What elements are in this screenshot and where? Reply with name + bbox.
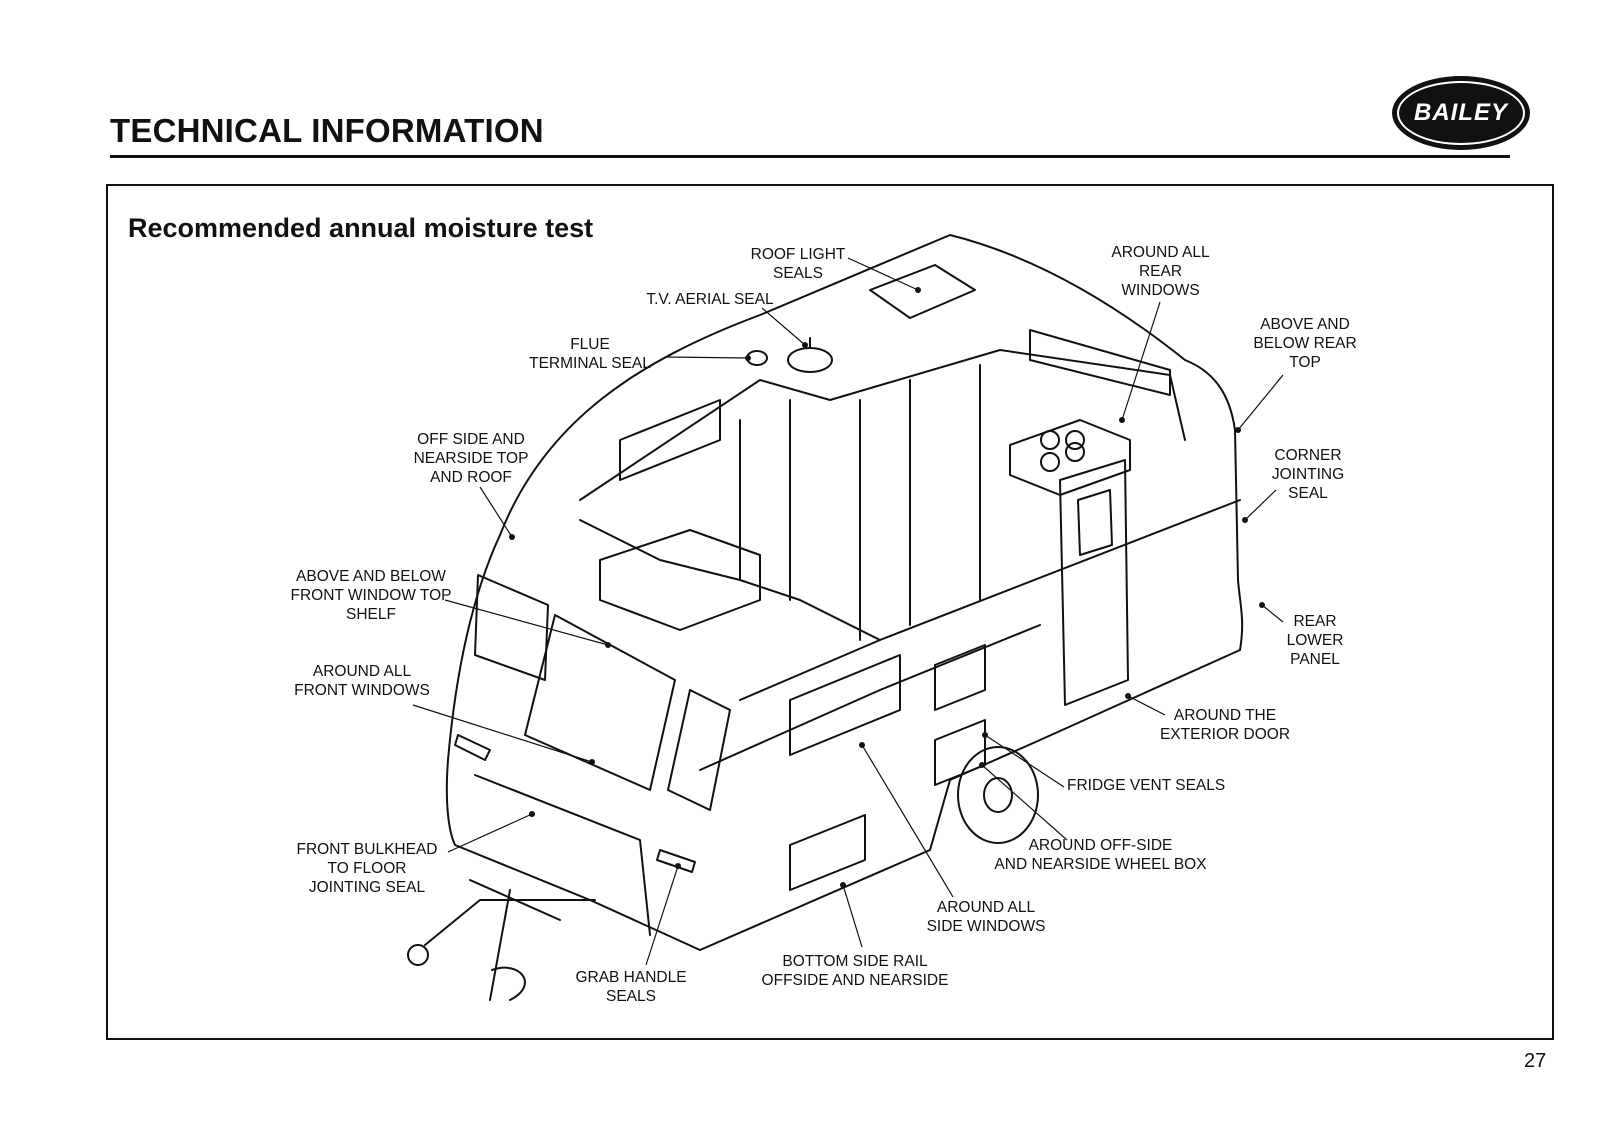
leader-roof-light <box>847 257 919 291</box>
leader-grab-handle <box>645 865 679 966</box>
marker-dot <box>802 342 808 348</box>
leader-side-windows <box>861 744 954 898</box>
exterior-door <box>1059 459 1129 706</box>
label-around-all-side-windows: AROUND ALL SIDE WINDOWS <box>926 899 1046 935</box>
kitchen-unit <box>1009 419 1131 496</box>
label-roof-light-seals: ROOF LIGHT SEALS <box>750 246 846 282</box>
leader-wheel-box <box>981 764 1068 841</box>
hob-ring <box>1040 430 1060 450</box>
leader-fridge <box>984 734 1065 788</box>
marker-dot <box>589 759 595 765</box>
label-around-all-front-windows: AROUND ALL FRONT WINDOWS <box>294 663 430 699</box>
label-wheel-box: AROUND OFF-SIDE AND NEARSIDE WHEEL BOX <box>994 837 1207 873</box>
label-bottom-side-rail: BOTTOM SIDE RAIL OFFSIDE AND NEARSIDE <box>761 953 949 989</box>
title-divider <box>110 155 1510 158</box>
leader-rear-lower <box>1261 604 1284 623</box>
label-grab-handle-seals: GRAB HANDLE SEALS <box>575 969 687 1005</box>
marker-dot <box>1119 417 1125 423</box>
leader-bulkhead <box>447 813 533 853</box>
marker-dot <box>529 811 535 817</box>
front-window-right <box>667 689 731 811</box>
cutaway-roof-edge <box>579 349 1186 501</box>
side-locker <box>789 814 866 891</box>
jockey-wheel <box>489 889 526 1001</box>
door-window <box>1077 489 1113 556</box>
marker-dot <box>859 742 865 748</box>
wheel <box>957 746 1039 844</box>
marker-dot <box>745 355 751 361</box>
marker-dot <box>605 642 611 648</box>
label-rear-lower-panel: REAR LOWER PANEL <box>1286 613 1344 668</box>
marker-dot <box>675 863 681 869</box>
marker-dot <box>509 534 515 540</box>
page-number: 27 <box>1524 1050 1547 1072</box>
bailey-logo-text: BAILEY <box>1397 81 1525 145</box>
caravan-side-lower <box>699 624 1041 771</box>
label-above-below-rear-top: ABOVE AND BELOW REAR TOP <box>1253 316 1357 371</box>
label-fridge-vent-seals: FRIDGE VENT SEALS <box>1067 777 1226 794</box>
caravan-side-top <box>739 499 1241 701</box>
caravan-front-profile <box>445 534 701 951</box>
marker-dot <box>1259 602 1265 608</box>
tv-aerial-base <box>787 347 833 373</box>
bailey-logo: BAILEY <box>1392 76 1530 150</box>
cutaway-edge <box>579 519 881 641</box>
leader-door <box>1127 695 1166 716</box>
interior-partition <box>859 364 981 641</box>
overhead-locker-front <box>619 399 721 481</box>
page-title: TECHNICAL INFORMATION <box>110 112 544 149</box>
grab-handle-front <box>454 734 491 761</box>
leader-front-windows <box>412 704 593 763</box>
leader-corner <box>1244 489 1277 521</box>
leader-rear-windows <box>1121 301 1161 421</box>
interior-seating <box>599 529 761 631</box>
marker-dot <box>915 287 921 293</box>
marker-dot <box>982 732 988 738</box>
marker-dot <box>1235 427 1241 433</box>
leader-flue <box>665 356 749 359</box>
marker-dot <box>1242 517 1248 523</box>
hob-ring <box>1065 430 1085 450</box>
a-frame-drawbar <box>424 879 596 946</box>
label-above-below-front-window-shelf: ABOVE AND BELOW FRONT WINDOW TOP SHELF <box>290 568 452 623</box>
front-window-centre <box>524 614 676 791</box>
wheel-hub <box>983 777 1013 813</box>
marker-dot <box>1125 693 1131 699</box>
leader-front-shelf <box>444 599 609 646</box>
label-corner-jointing-seal: CORNER JOINTING SEAL <box>1271 447 1345 502</box>
leader-offside-top <box>479 486 513 538</box>
label-offside-nearside-top-roof: OFF SIDE AND NEARSIDE TOP AND ROOF <box>413 431 529 486</box>
label-around-all-rear-windows: AROUND ALL REAR WINDOWS <box>1111 244 1210 299</box>
leader-bottom-rail <box>842 884 863 948</box>
label-tv-aerial-seal: T.V. AERIAL SEAL <box>646 291 774 308</box>
hob-ring <box>1040 452 1060 472</box>
roof-light <box>869 264 976 319</box>
interior-wall <box>739 399 791 601</box>
panel-title: Recommended annual moisture test <box>128 213 594 243</box>
caravan-roof-outline <box>499 234 1244 651</box>
diagram-panel <box>106 184 1554 1040</box>
label-front-bulkhead: FRONT BULKHEAD TO FLOOR JOINTING SEAL <box>296 841 438 896</box>
leader-tv-aerial <box>761 307 806 346</box>
marker-dot <box>979 762 985 768</box>
marker-dot <box>840 882 846 888</box>
grab-handle-side <box>656 849 696 873</box>
front-bulkhead <box>474 774 651 936</box>
fridge-vent-upper <box>934 644 986 711</box>
front-window-left <box>474 574 549 681</box>
label-flue-terminal-seal: FLUE TERMINAL SEAL <box>529 336 651 372</box>
hob-ring <box>1065 442 1085 462</box>
hitch-coupling <box>407 944 429 966</box>
overhead-locker-rear <box>1029 329 1171 396</box>
label-around-exterior-door: AROUND THE EXTERIOR DOOR <box>1159 707 1291 743</box>
side-window <box>789 654 901 756</box>
leader-rear-top <box>1237 374 1284 431</box>
